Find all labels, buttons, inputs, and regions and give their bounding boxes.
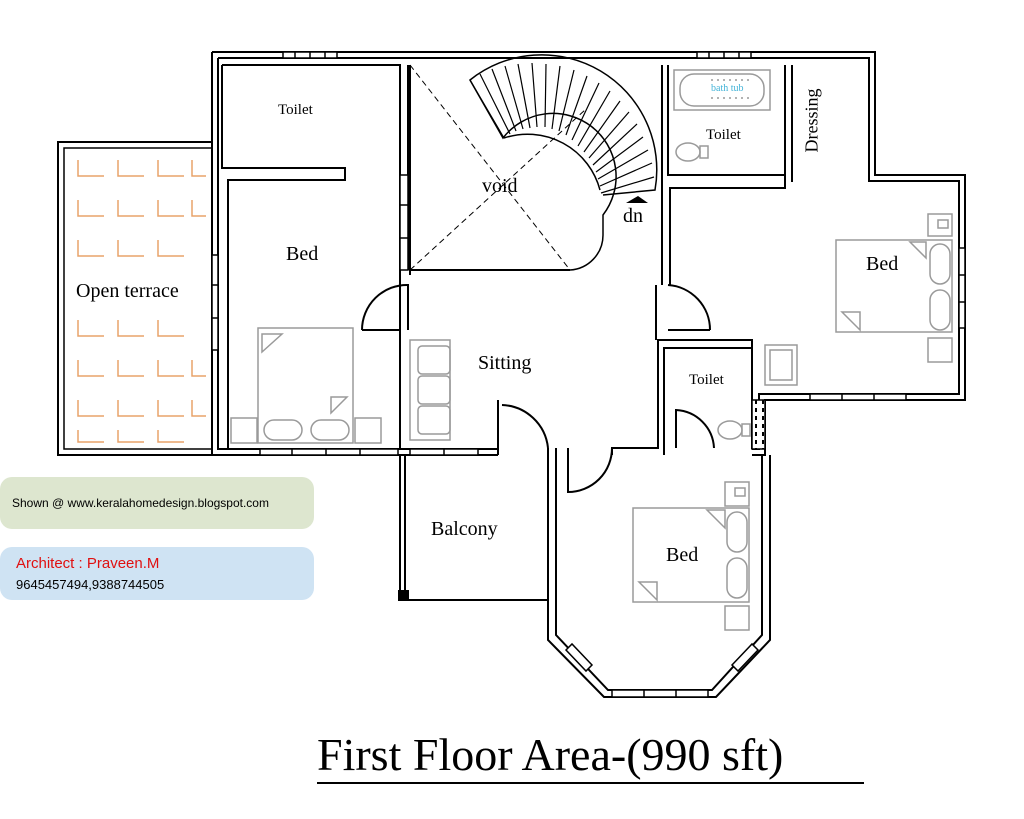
terrace-tile-pattern (77, 160, 206, 443)
shown-at-banner (0, 477, 314, 529)
stair-dn-label: dn (623, 205, 643, 227)
void-label: void (482, 175, 518, 197)
sitting-label: Sitting (478, 352, 532, 374)
windows (211, 51, 966, 698)
title-underline (317, 782, 864, 784)
open-terrace-label: Open terrace (76, 280, 179, 302)
shown-at-text: Shown @ www.keralahomedesign.blogspot.co… (12, 496, 269, 510)
toilet-left-label: Toilet (278, 102, 313, 118)
architect-name: Architect : Praveen.M (16, 555, 160, 572)
void-cross-lines (409, 64, 586, 271)
bath-tub-dots (711, 79, 749, 99)
bed-right-label: Bed (866, 253, 899, 275)
plan-title: First Floor Area-(990 sft) (317, 729, 784, 780)
bed-bottom-label: Bed (666, 544, 699, 566)
bed-left-label: Bed (286, 243, 319, 265)
architect-phones: 9645457494,9388744505 (16, 577, 165, 592)
toilet-top-right-label: Toilet (706, 127, 741, 143)
toilet-window-dashed (755, 400, 764, 449)
balcony-corner-post (398, 590, 409, 601)
open-terrace-area (57, 141, 213, 456)
toilet-mid-right-label: Toilet (689, 372, 724, 388)
architect-banner (0, 547, 314, 600)
balcony-label: Balcony (431, 518, 498, 540)
stair-down-arrow-icon (626, 196, 648, 203)
bath-tub-label: bath tub (711, 83, 744, 94)
door-swings (361, 283, 715, 494)
walls (211, 51, 966, 698)
furniture (230, 69, 953, 631)
dressing-label: Dressing (801, 88, 822, 153)
spiral-staircase (469, 54, 658, 271)
